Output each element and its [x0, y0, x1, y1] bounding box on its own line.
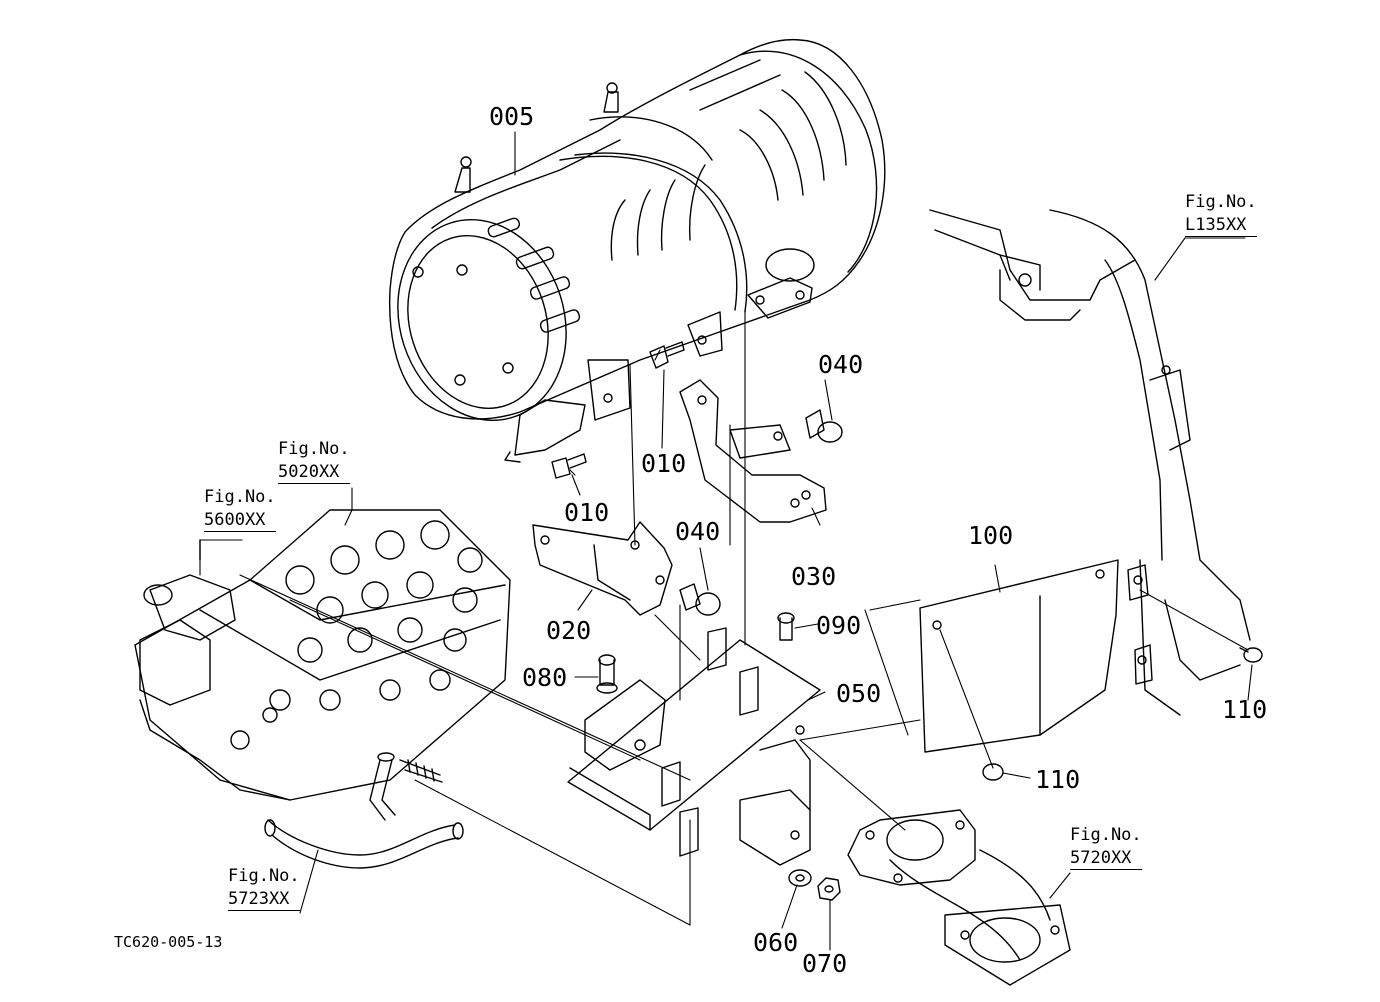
figure-ref-code: 5723XX	[228, 891, 300, 911]
frame-bracket	[930, 210, 1250, 715]
part-label-110-shield[interactable]: 110	[1035, 765, 1081, 794]
assembly-lines	[240, 310, 1248, 925]
drawing-code: TC620-005-13	[114, 933, 223, 951]
figure-ref-code: 5020XX	[278, 464, 350, 484]
bolt-080	[597, 655, 617, 693]
muffler-dpf	[372, 40, 884, 462]
figure-ref-prefix: Fig.No.	[1185, 192, 1257, 212]
bolt-110-frame	[1240, 648, 1262, 662]
figure-ref-code: 5720XX	[1070, 850, 1142, 870]
stud-bolt	[400, 760, 442, 782]
part-label-070[interactable]: 070	[802, 949, 848, 978]
figure-ref-5600xx[interactable]: Fig.No. 5600XX	[204, 489, 276, 532]
heat-shield-100	[920, 560, 1118, 752]
part-label-005[interactable]: 005	[489, 102, 535, 131]
part-label-100[interactable]: 100	[968, 521, 1014, 550]
figure-ref-5720xx[interactable]: Fig.No. 5720XX	[1070, 827, 1142, 870]
figure-ref-prefix: Fig.No.	[1070, 825, 1142, 845]
figure-ref-5723xx[interactable]: Fig.No. 5723XX	[228, 868, 300, 911]
bracket-030	[680, 380, 826, 522]
bolt-110-shield	[983, 764, 1003, 780]
figure-ref-prefix: Fig.No.	[278, 439, 350, 459]
figure-ref-5020xx[interactable]: Fig.No. 5020XX	[278, 441, 350, 484]
part-label-020[interactable]: 020	[546, 616, 592, 645]
bolt-090	[778, 613, 794, 640]
part-label-010-upper[interactable]: 010	[641, 449, 687, 478]
figure-ref-code: L135XX	[1185, 217, 1257, 237]
bolt-040-upper	[806, 410, 842, 442]
part-label-030[interactable]: 030	[791, 562, 837, 591]
part-label-050[interactable]: 050	[836, 679, 882, 708]
figure-ref-prefix: Fig.No.	[228, 866, 300, 886]
bolt-010-lower	[552, 454, 586, 478]
part-label-010-lower[interactable]: 010	[564, 498, 610, 527]
part-label-090[interactable]: 090	[816, 611, 862, 640]
part-label-060[interactable]: 060	[753, 928, 799, 957]
cylinder-head	[135, 510, 510, 800]
leader-lines	[200, 132, 1252, 950]
bracket-020	[533, 522, 672, 615]
bolt-040-lower	[680, 584, 720, 615]
coolant-pipe	[265, 753, 463, 868]
part-label-110-frame[interactable]: 110	[1222, 695, 1268, 724]
nut-070	[818, 878, 840, 900]
part-label-040-lower[interactable]: 040	[675, 517, 721, 546]
base-bracket-050	[568, 628, 820, 865]
figure-ref-code: 5600XX	[204, 512, 276, 532]
bolt-010-upper	[650, 342, 684, 368]
exhaust-elbow	[848, 810, 1070, 985]
figure-ref-l135xx[interactable]: Fig.No. L135XX	[1185, 194, 1257, 237]
washer-060	[789, 870, 811, 886]
figure-ref-prefix: Fig.No.	[204, 487, 276, 507]
part-label-040-upper[interactable]: 040	[818, 350, 864, 379]
part-label-080[interactable]: 080	[522, 663, 568, 692]
